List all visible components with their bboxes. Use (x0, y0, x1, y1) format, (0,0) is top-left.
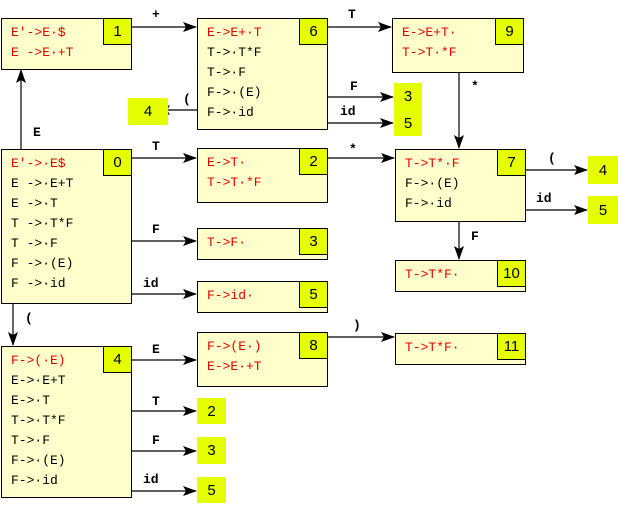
edge-label-4-2: T (152, 394, 160, 409)
ref-state-3[interactable]: 3 (394, 83, 422, 110)
edge-label-8-11: ) (353, 318, 361, 333)
item-list: E->E+T· T->T·*F (402, 23, 457, 63)
closure-item: T->·F (11, 433, 51, 448)
closure-item: E ->·T (11, 196, 58, 211)
edge-label-7-5: id (536, 191, 552, 206)
ref-state-5[interactable]: 5 (394, 110, 422, 136)
ref-state-3[interactable]: 3 (197, 437, 226, 464)
state-number: 4 (103, 346, 132, 373)
state-number: 10 (497, 260, 526, 287)
item-list: E->T· T->T·*F (207, 153, 262, 193)
edge-label-6-3: F (350, 79, 358, 94)
state-10[interactable]: 10 T->T*F· (395, 260, 526, 292)
state-number: 3 (299, 228, 328, 255)
item-list: T->T*F· (405, 265, 460, 285)
edge-label-0-2: T (152, 139, 160, 154)
state-11[interactable]: 11 T->T*F· (395, 333, 526, 365)
kernel-item: E ->E·+T (11, 45, 74, 60)
item-list: F->(E·) E->E·+T (207, 337, 262, 377)
state-number: 1 (103, 18, 132, 45)
state-2[interactable]: 2 E->T· T->T·*F (197, 148, 328, 203)
item-list: E->E+·T T->·T*F T->·F F->·(E) F->·id (207, 23, 262, 123)
state-5[interactable]: 5 F->id· (197, 281, 328, 313)
closure-item: T ->·F (11, 236, 58, 251)
closure-item: E ->·E+T (11, 176, 74, 191)
kernel-item: F->id· (207, 288, 254, 303)
kernel-item: F->(E·) (207, 339, 262, 354)
kernel-item: E->E+T· (402, 25, 457, 40)
item-list: T->T*·F F->·(E) F->·id (405, 154, 460, 214)
edge-label-0-1: E (33, 125, 41, 140)
ref-state-4[interactable]: 4 (128, 98, 168, 125)
kernel-item: F->(·E) (11, 353, 66, 368)
edge-label-7-10: F (471, 229, 479, 244)
item-list: F->id· (207, 286, 254, 306)
state-1[interactable]: 1 E'->E·$ E ->E·+T (1, 18, 132, 70)
state-0[interactable]: 0 E'->·E$ E ->·E+T E ->·T T ->·T*F T ->·F F -… (1, 149, 132, 304)
closure-item: F->·id (11, 473, 58, 488)
closure-item: F->·id (405, 196, 452, 211)
kernel-item: T->T·*F (402, 45, 457, 60)
state-8[interactable]: 8 F->(E·) E->E·+T (197, 332, 328, 387)
state-number: 8 (299, 332, 328, 359)
edge-label-0-4: ( (25, 311, 33, 326)
closure-item: T->·T*F (11, 413, 66, 428)
edge-label-9-7: * (471, 79, 479, 94)
state-number: 0 (103, 149, 132, 176)
state-number: 7 (497, 149, 526, 176)
edge-label-4-3: F (152, 433, 160, 448)
state-number: 11 (497, 333, 526, 360)
kernel-item: T->T*F· (405, 340, 460, 355)
edge-label-1-6: + (152, 7, 160, 22)
state-3[interactable]: 3 T->F· (197, 228, 328, 260)
edge-label-2-7: * (349, 142, 357, 157)
state-9[interactable]: 9 E->E+T· T->T·*F (392, 18, 524, 73)
closure-item: F->·(E) (405, 176, 460, 191)
item-list: F->(·E) E->·E+T E->·T T->·T*F T->·F F->·(E) F-… (11, 351, 66, 491)
state-number: 9 (495, 18, 524, 45)
state-number: 2 (299, 148, 328, 175)
closure-item: F->·(E) (11, 453, 66, 468)
item-list: T->F· (207, 233, 246, 253)
edge-label-4-5: id (143, 472, 159, 487)
edge-label-6-5: id (340, 104, 356, 119)
kernel-item: E->T· (207, 155, 247, 170)
closure-item: F ->·id (11, 276, 66, 291)
item-list: T->T*F· (405, 338, 460, 358)
kernel-item: T->T*F· (405, 267, 460, 282)
kernel-item: E->E·+T (207, 359, 262, 374)
state-number: 6 (299, 18, 328, 45)
closure-item: T->·F (207, 65, 247, 80)
kernel-item: E->E+·T (207, 25, 262, 40)
kernel-item: E'->E·$ (11, 25, 66, 40)
state-number: 5 (299, 281, 328, 308)
closure-item: F->·(E) (207, 85, 262, 100)
kernel-item: T->T·*F (207, 175, 262, 190)
state-6[interactable]: 6 E->E+·T T->·T*F T->·F F->·(E) F->·id (197, 18, 328, 130)
ref-state-4[interactable]: 4 (588, 156, 618, 184)
edge-label-6-4: ( (183, 92, 191, 107)
item-list: E'->E·$ E ->E·+T (11, 23, 73, 63)
ref-state-5[interactable]: 5 (588, 196, 618, 224)
item-list: E'->·E$ E ->·E+T E ->·T T ->·T*F T ->·F F ->·… (11, 154, 73, 294)
edge-label-4-8: E (152, 342, 160, 357)
closure-item: T->·T*F (207, 45, 262, 60)
kernel-item: T->T*·F (405, 156, 460, 171)
edge-label-0-3: F (152, 222, 160, 237)
state-7[interactable]: 7 T->T*·F F->·(E) F->·id (395, 149, 526, 222)
closure-item: T ->·T*F (11, 216, 74, 231)
closure-item: E->·T (11, 393, 51, 408)
ref-state-5[interactable]: 5 (197, 477, 226, 503)
edge-label-7-4: ( (548, 151, 556, 166)
closure-item: E->·E+T (11, 373, 66, 388)
ref-state-2[interactable]: 2 (197, 398, 226, 424)
closure-item: F ->·(E) (11, 256, 74, 271)
closure-item: F->·id (207, 105, 254, 120)
edge-label-0-5: id (143, 276, 159, 291)
state-4[interactable]: 4 F->(·E) E->·E+T E->·T T->·T*F T->·F F->·(E)… (1, 346, 132, 498)
kernel-item: E'->·E$ (11, 156, 66, 171)
kernel-item: T->F· (207, 235, 247, 250)
edge-label-6-9: T (348, 7, 356, 22)
